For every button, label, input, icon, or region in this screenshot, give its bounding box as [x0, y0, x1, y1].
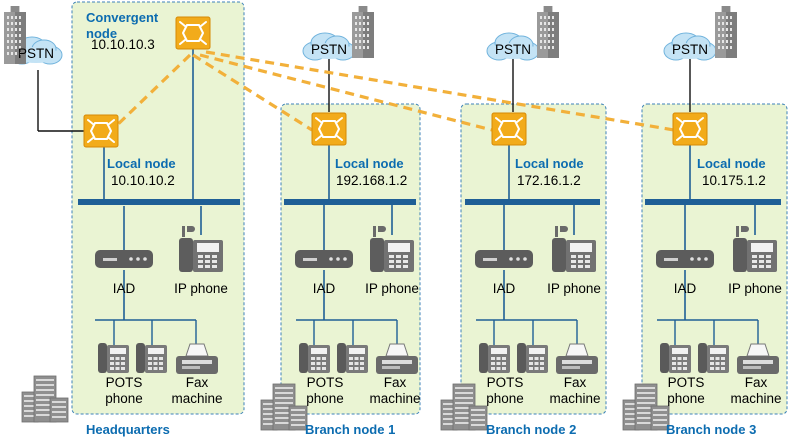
branch2-local-node-label: Local node [515, 156, 584, 171]
office-building-icon [440, 383, 488, 431]
headquarters-site-label: Headquarters [86, 422, 170, 437]
branch1-pots-phone-label: POTS phone [306, 375, 344, 406]
iad-device-icon [295, 250, 353, 268]
branch3-site-area [641, 103, 788, 415]
branch3-site-label: Branch node 3 [666, 422, 757, 437]
convergent-node-icon [175, 16, 211, 50]
office-building-icon [715, 6, 737, 58]
branch3-fax-machine-label: Fax machine [730, 375, 782, 406]
convergent-node-label: Convergent node [86, 10, 159, 41]
convergent-node-ip: 10.10.10.3 [91, 37, 155, 52]
branch1-local-node-icon [311, 112, 347, 146]
branch2-pstn-label: PSTN [494, 42, 532, 57]
branch3-local-node-label: Local node [697, 156, 766, 171]
ip-phone-icon [179, 226, 223, 272]
fax-machine-icon [737, 343, 779, 374]
branch1-site-label: Branch node 1 [305, 422, 396, 437]
pots-phone-icon [98, 343, 129, 373]
signaling-link-2 [192, 53, 313, 132]
pots-phone-icon [136, 343, 167, 373]
pots-phone-icon [660, 343, 691, 373]
branch2-site-area [460, 103, 607, 415]
branch1-ethernet-bus [284, 199, 416, 205]
branch1-iad-label: IAD [312, 281, 336, 296]
signaling-link-4 [205, 50, 675, 132]
iad-device-icon [656, 250, 714, 268]
branch2-site-label: Branch node 2 [486, 422, 577, 437]
office-building-icon [260, 383, 308, 431]
branch3-local-node-icon [672, 112, 708, 146]
iad-device-icon [95, 250, 153, 268]
branch2-iad-label: IAD [492, 281, 516, 296]
branch3-local-node-ip: 10.175.1.2 [702, 173, 766, 188]
branch3-pstn-label: PSTN [671, 42, 709, 57]
branch1-local-node-ip: 192.168.1.2 [336, 173, 408, 188]
signaling-link-3 [199, 53, 493, 132]
pstn-cloud-icon [663, 32, 717, 61]
ip-phone-icon [370, 226, 414, 272]
pots-phone-icon [517, 343, 548, 373]
hq-local-node-ip: 10.10.10.2 [111, 173, 175, 188]
ip-phone-icon [552, 226, 596, 272]
office-building-icon [4, 6, 26, 64]
ip-phone-icon [733, 226, 777, 272]
pots-phone-icon [299, 343, 330, 373]
headquarters-site-area [71, 1, 245, 415]
hq-fax-machine-label: Fax machine [171, 375, 223, 406]
branch3-pots-phone-label: POTS phone [667, 375, 705, 406]
branch1-fax-machine-label: Fax machine [369, 375, 421, 406]
branch3-iad-label: IAD [673, 281, 697, 296]
pots-phone-icon [698, 343, 729, 373]
office-building-icon [352, 6, 374, 58]
signaling-link-1 [110, 53, 192, 132]
branch2-local-node-ip: 172.16.1.2 [517, 173, 581, 188]
iad-device-icon [475, 250, 533, 268]
branch2-local-node-icon [491, 112, 527, 146]
pots-phone-icon [337, 343, 368, 373]
pots-phone-icon [479, 343, 510, 373]
office-building-icon [622, 383, 670, 431]
branch3-ip-phone-label: IP phone [728, 281, 782, 296]
hq-local-node-icon [83, 114, 119, 148]
hq-iad-label: IAD [112, 281, 136, 296]
branch1-pstn-label: PSTN [310, 42, 348, 57]
hq-ip-phone-label: IP phone [174, 281, 228, 296]
fax-machine-icon [556, 343, 598, 374]
hq-pstn-label: PSTN [17, 46, 55, 61]
branch1-local-node-label: Local node [335, 156, 404, 171]
fax-machine-icon [176, 343, 218, 374]
branch2-ip-phone-label: IP phone [547, 281, 601, 296]
hq-local-node-label: Local node [107, 156, 176, 171]
branch3-ethernet-bus [645, 199, 781, 205]
branch2-ethernet-bus [465, 199, 600, 205]
branch1-ip-phone-label: IP phone [365, 281, 419, 296]
branch2-fax-machine-label: Fax machine [549, 375, 601, 406]
fax-machine-icon [376, 343, 418, 374]
hq-pots-phone-label: POTS phone [105, 375, 143, 406]
headquarters-ethernet-bus [78, 199, 240, 205]
branch2-pots-phone-label: POTS phone [486, 375, 524, 406]
office-building-icon [21, 375, 69, 423]
office-building-icon [537, 6, 559, 58]
